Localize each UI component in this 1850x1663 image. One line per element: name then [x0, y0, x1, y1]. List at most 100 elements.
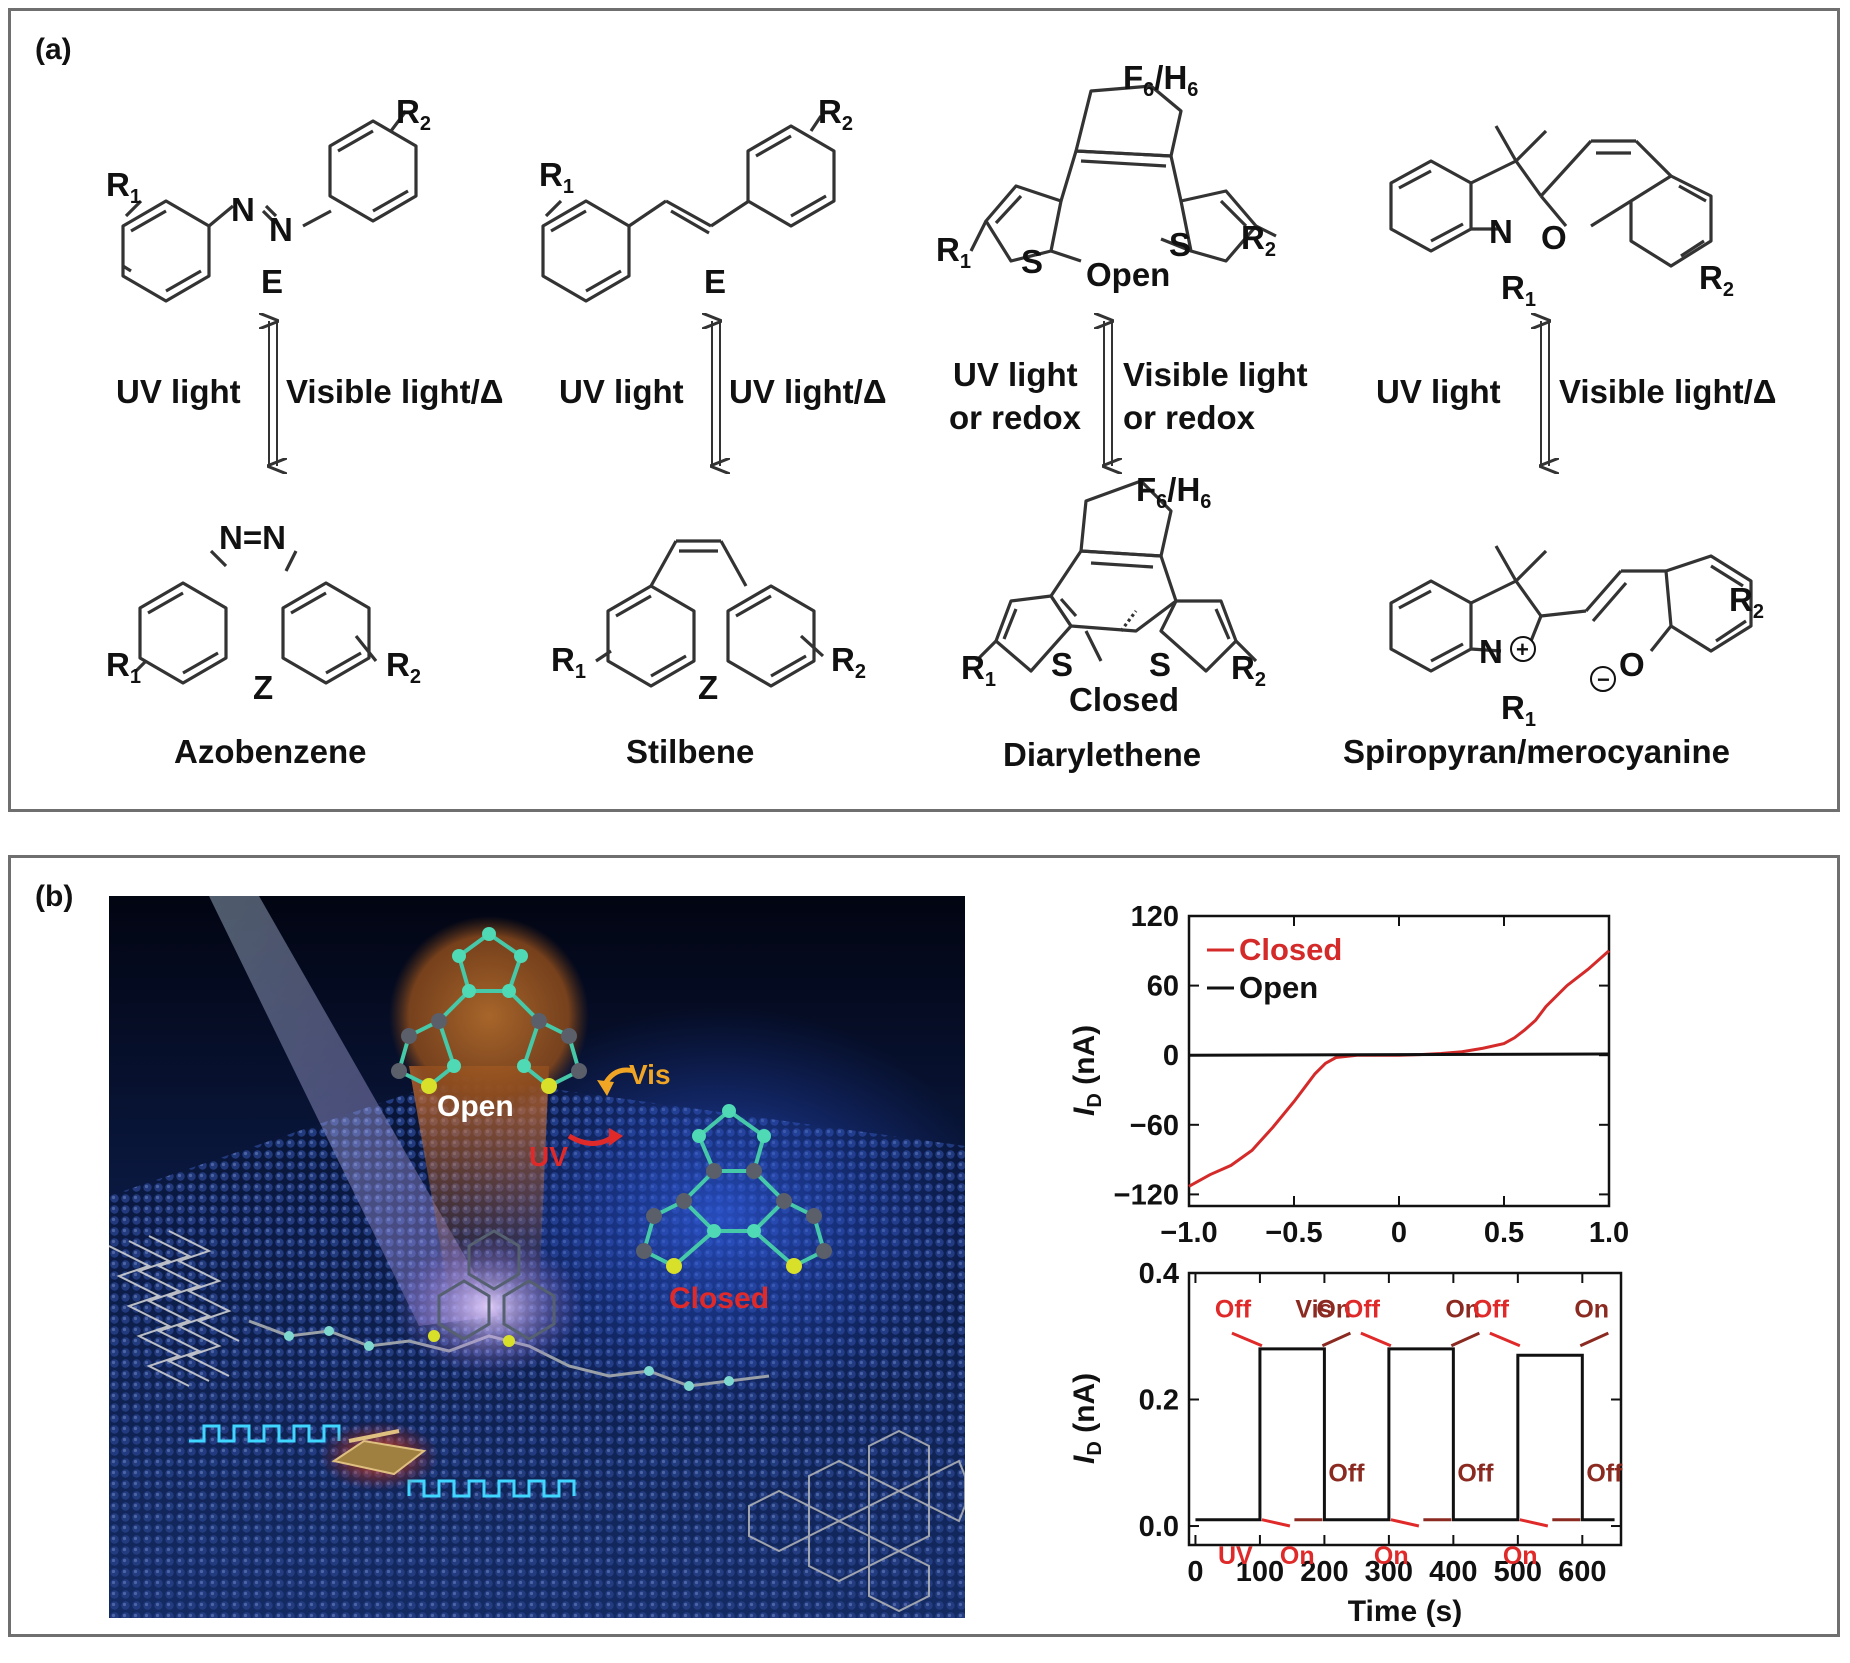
azobenzene-z-label: Z [253, 669, 273, 706]
annotation-off-top: Off [1344, 1295, 1381, 1323]
diarylethene-closed-structure [974, 479, 1258, 673]
annotation-arrow [1579, 1331, 1609, 1348]
x-tick-label: 600 [1558, 1556, 1606, 1588]
x-tick-label: −1.0 [1160, 1217, 1217, 1249]
svg-text:R1: R1 [1501, 269, 1536, 311]
legend-label: Closed [1239, 932, 1342, 967]
device-illustration: Open Vis UV Closed [109, 896, 965, 1618]
annotation-arrow [1390, 1518, 1420, 1528]
svg-text:R2: R2 [831, 641, 866, 683]
x-tick-label: 100 [1236, 1556, 1284, 1588]
annotation-vis: Vis [1295, 1295, 1332, 1323]
annotation-on-bottom: On [1280, 1542, 1315, 1570]
y-tick-label: 0 [1163, 1040, 1179, 1072]
diarylethene-forward-label-1: UV light [953, 356, 1078, 393]
svg-text:R2: R2 [1241, 219, 1276, 261]
svg-text:R1: R1 [106, 166, 141, 208]
y-tick-label: 0.2 [1139, 1385, 1179, 1417]
svg-text:R1: R1 [961, 649, 996, 691]
svg-text:R2: R2 [386, 646, 421, 688]
spiropyran-forward-label: UV light [1376, 373, 1501, 410]
annotation-on-bottom: On [1503, 1542, 1538, 1570]
svg-text:R2: R2 [1729, 581, 1764, 623]
svg-text:R2: R2 [396, 93, 431, 135]
iv-chart: −1.0 −0.5 0 0.5 1.0 120 60 0 −60 −120 ID (nA) Close… [1068, 901, 1629, 1249]
series-line-2 [1188, 1052, 1610, 1057]
x-tick-label: 400 [1429, 1556, 1477, 1588]
annotation-off-bottom: Off [1586, 1460, 1623, 1488]
panel-b-label: (b) [35, 880, 74, 913]
svg-text:R2: R2 [1231, 649, 1266, 691]
legend-label: Open [1239, 970, 1318, 1005]
svg-text:R2: R2 [818, 93, 853, 135]
switch-icon [331, 1429, 427, 1476]
annotation-off-top: Off [1215, 1295, 1252, 1323]
x-tick-label: −0.5 [1265, 1217, 1322, 1249]
x-tick-label: 0 [1391, 1217, 1407, 1249]
vis-label: Vis [629, 1059, 671, 1090]
uv-label: UV [529, 1141, 568, 1172]
merocyanine-structure [1389, 545, 1753, 673]
x-tick-label: 1.0 [1589, 1217, 1629, 1249]
stilbene-name: Stilbene [626, 733, 754, 770]
panel-a: (a) [8, 8, 1840, 812]
annotation-arrow [1519, 1518, 1549, 1528]
stilbene-reverse-label: UV light/Δ [729, 373, 887, 410]
panel-b: (b) [8, 855, 1840, 1637]
svg-text:S: S [1169, 226, 1191, 263]
svg-text:S: S [1051, 646, 1073, 683]
stilbene-e-label: E [704, 263, 726, 300]
azobenzene-name: Azobenzene [174, 733, 367, 770]
svg-text:−: − [1597, 667, 1610, 692]
y-tick-label: −60 [1130, 1110, 1179, 1142]
closed-molecule-label: Closed [669, 1282, 769, 1315]
y-axis-label: ID (nA) [1068, 1373, 1106, 1464]
x-axis-label: Time (s) [1348, 1595, 1462, 1628]
x-tick-label: 0 [1187, 1556, 1203, 1588]
svg-text:N: N [269, 211, 293, 248]
svg-text:+: + [1516, 637, 1529, 662]
annotation-on-bottom: On [1374, 1542, 1409, 1570]
equilibrium-arrows [269, 321, 1549, 466]
panel-a-label: (a) [35, 33, 72, 66]
stilbene-z-structure [595, 539, 825, 688]
annotation-on-top: On [1574, 1295, 1609, 1323]
svg-text:N=N: N=N [219, 519, 286, 556]
y-tick-label: 0.0 [1139, 1511, 1179, 1543]
annotation-on-top: On [1445, 1295, 1480, 1323]
y-tick-label: −120 [1114, 1179, 1179, 1211]
annotation-arrow [1360, 1331, 1392, 1348]
svg-text:R1: R1 [106, 646, 141, 688]
annotation-arrow [1321, 1331, 1352, 1348]
x-tick-label: 200 [1300, 1556, 1348, 1588]
x-tick-label: 500 [1494, 1556, 1542, 1588]
x-tick-label: 300 [1365, 1556, 1413, 1588]
y-tick-label: 60 [1147, 971, 1179, 1003]
diarylethene-open-label: Open [1086, 256, 1170, 293]
spiropyran-structure [1389, 125, 1713, 268]
photoswitch-scheme: R1 N N R2 E N=N R1 R2 Z UV light Visible… [106, 59, 1776, 773]
stilbene-forward-label: UV light [559, 373, 684, 410]
azobenzene-e-structure [121, 110, 418, 303]
diarylethene-reverse-label-1: Visible light [1123, 356, 1308, 393]
svg-text:R1: R1 [1501, 689, 1536, 731]
diarylethene-name: Diarylethene [1003, 736, 1201, 773]
annotation-arrow [1450, 1331, 1480, 1348]
x-tick-label: 0.5 [1484, 1217, 1524, 1249]
series-line-1 [1195, 1347, 1615, 1522]
svg-text:R1: R1 [539, 156, 574, 198]
annotation-off-top: Off [1473, 1295, 1510, 1323]
svg-text:F6/H6: F6/H6 [1123, 59, 1198, 101]
plot-frame [1187, 1271, 1623, 1547]
azobenzene-e-label: E [261, 263, 283, 300]
svg-text:R1: R1 [936, 231, 971, 273]
y-axis-label: ID (nA) [1068, 1025, 1106, 1116]
annotation-off-bottom: Off [1457, 1460, 1494, 1488]
stilbene-e-structure [541, 115, 836, 303]
svg-text:R1: R1 [551, 641, 586, 683]
svg-text:O: O [1541, 219, 1567, 256]
spiropyran-reverse-label: Visible light/Δ [1559, 373, 1776, 410]
y-tick-label: 120 [1131, 901, 1179, 933]
open-molecule-label: Open [437, 1090, 514, 1123]
